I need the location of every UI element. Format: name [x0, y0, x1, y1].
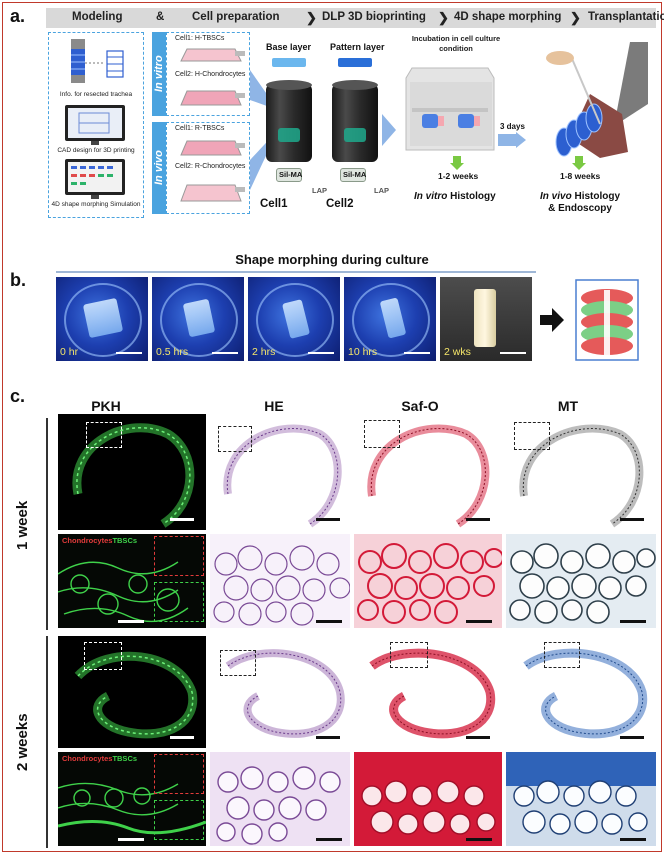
- panel-b-title: Shape morphing during culture: [235, 252, 429, 267]
- mt-1week-zoom: [506, 534, 656, 628]
- bioprinter-vat-1: [266, 80, 312, 162]
- column-header-pkh: PKH: [91, 398, 121, 414]
- panel-c-label: c.: [10, 386, 26, 406]
- pkh-1week-zoom: ChondrocytesTBSCs: [58, 534, 206, 628]
- days-label: 3 days: [500, 122, 525, 131]
- arrow-right-icon: [540, 308, 564, 332]
- row-label-2-weeks: 2 weeks: [14, 713, 31, 771]
- incubation-label: Incubation in cell culture condition: [411, 34, 501, 53]
- cell1-label: Cell1: [260, 198, 288, 210]
- morph-frame-0-5hrs: 0.5 hrs: [152, 277, 244, 361]
- in-vitro-cell2: Cell2: H-Chondrocytes: [175, 71, 246, 78]
- flask-icon: [180, 140, 245, 156]
- weeks-vivo-label: 1-8 weeks: [560, 171, 601, 181]
- in-vitro-tab: [152, 32, 166, 116]
- weeks-vitro-label: 1-2 weeks: [438, 171, 479, 181]
- in-vivo-cell2: Cell2: R-Chondrocytes: [175, 163, 246, 170]
- panel-b-title-rule: [56, 271, 536, 273]
- he-2weeks-zoom: [210, 752, 350, 846]
- in-vivo-tab: [152, 122, 166, 214]
- he-1week-overview: [210, 414, 350, 530]
- stage-modeling: Modeling: [72, 11, 123, 23]
- lap-label-2: LAP: [374, 186, 389, 195]
- stage-ampersand: &: [156, 11, 165, 23]
- morph-frame-0hr: 0 hr: [56, 277, 148, 361]
- in-vitro-cells-box: Cell1: H-TBSCs Cell2: H-Chondrocytes: [166, 32, 250, 116]
- safo-1week-overview: [354, 414, 502, 530]
- base-layer-plate: [272, 58, 306, 67]
- modeling-box: Info. for resected trachea CAD design fo…: [48, 32, 144, 218]
- cad-screen-icon: [65, 105, 125, 145]
- pattern-layer-label: Pattern layer: [330, 42, 385, 52]
- panel-b-label: b.: [10, 270, 26, 290]
- trachea-model-icon: [71, 39, 124, 83]
- row-divider-1week: [46, 418, 48, 630]
- chevron-right-icon: ❯: [438, 10, 449, 25]
- mt-1week-overview: [506, 414, 656, 530]
- stage-transplantation: Transplantation: [588, 11, 664, 23]
- safo-2weeks-overview: [354, 636, 502, 748]
- stage-dlp-bioprinting: DLP 3D bioprinting: [322, 11, 426, 23]
- stage-shape-morphing: 4D shape morphing: [454, 11, 562, 23]
- morph-frame-2wks: 2 wks: [440, 277, 532, 361]
- column-header-mt: MT: [557, 398, 579, 414]
- arrow-right-icon: [382, 114, 396, 146]
- in-vitro-label: In vitro: [153, 55, 165, 93]
- rolled-tube-schematic-icon: [575, 279, 639, 361]
- silma-jar-2: [340, 168, 366, 182]
- silma-jar-1: [276, 168, 302, 182]
- caption-trachea-info: Info. for resected trachea: [59, 91, 133, 98]
- pkh-2weeks-zoom: ChondrocytesTBSCs: [58, 752, 206, 846]
- chevron-right-icon: ❯: [570, 10, 581, 25]
- bioprinter-vat-2: [332, 80, 378, 162]
- in-vivo-label: In vivo: [153, 150, 165, 186]
- mt-2weeks-overview: [506, 636, 656, 748]
- inset-tbscs-label-2: TBSCs: [112, 754, 138, 763]
- transplant-trachea-illustration: [546, 42, 648, 158]
- incubator-icon: [405, 67, 495, 151]
- lap-label-1: LAP: [312, 186, 327, 195]
- stage-header-bar: Modeling & Cell preparation ❯ DLP 3D bio…: [46, 8, 664, 28]
- pattern-layer-plate: [338, 58, 372, 67]
- pkh-1week-overview: [58, 414, 206, 530]
- flask-icon: [180, 90, 245, 106]
- in-vivo-cells-box: Cell1: R-TBSCs Cell2: R-Chondrocytes: [166, 122, 250, 214]
- base-layer-label: Base layer: [266, 42, 312, 52]
- arrow-right-icon: [498, 132, 526, 148]
- chevron-right-icon: ❯: [306, 10, 317, 25]
- flask-icon: [180, 48, 245, 62]
- silma-label-2: Sil-MA: [343, 170, 367, 179]
- caption-cad-design: CAD design for 3D printing: [57, 147, 135, 154]
- flask-icon: [180, 184, 245, 202]
- panel-a-label: a.: [10, 6, 26, 26]
- arrow-down-icon: [572, 156, 586, 170]
- in-vitro-cell1: Cell1: H-TBSCs: [175, 35, 225, 42]
- row-divider-2weeks: [46, 636, 48, 848]
- silma-label-1: Sil-MA: [279, 170, 303, 179]
- morph-frame-10hrs: 10 hrs: [344, 277, 436, 361]
- safo-2weeks-zoom: [354, 752, 502, 846]
- caption-shape-simulation: 4D shape morphing Simulation: [51, 201, 141, 208]
- arrow-down-icon: [450, 156, 464, 170]
- stage-cell-preparation: Cell preparation: [192, 11, 280, 23]
- morph-frame-2hrs: 2 hrs: [248, 277, 340, 361]
- column-header-safo: Saf-O: [401, 398, 439, 414]
- histology-vivo-label: In vivo Histology& Endoscopy: [540, 191, 621, 214]
- column-header-he: HE: [264, 398, 284, 414]
- cell2-label: Cell2: [326, 198, 354, 210]
- safo-1week-zoom: [354, 534, 502, 628]
- mt-2weeks-zoom: [506, 752, 656, 846]
- histology-vitro-label: In vitro Histology: [414, 191, 496, 202]
- he-2weeks-overview: [210, 636, 350, 748]
- simulation-screen-icon: [65, 159, 125, 199]
- inset-chondrocytes-label: Chondrocytes: [62, 536, 113, 545]
- inset-chondrocytes-label-2: Chondrocytes: [62, 754, 113, 763]
- pkh-2weeks-overview: [58, 636, 206, 748]
- inset-tbscs-label: TBSCs: [112, 536, 138, 545]
- row-label-1-week: 1 week: [14, 500, 31, 550]
- he-1week-zoom: [210, 534, 350, 628]
- in-vivo-cell1: Cell1: R-TBSCs: [175, 125, 225, 132]
